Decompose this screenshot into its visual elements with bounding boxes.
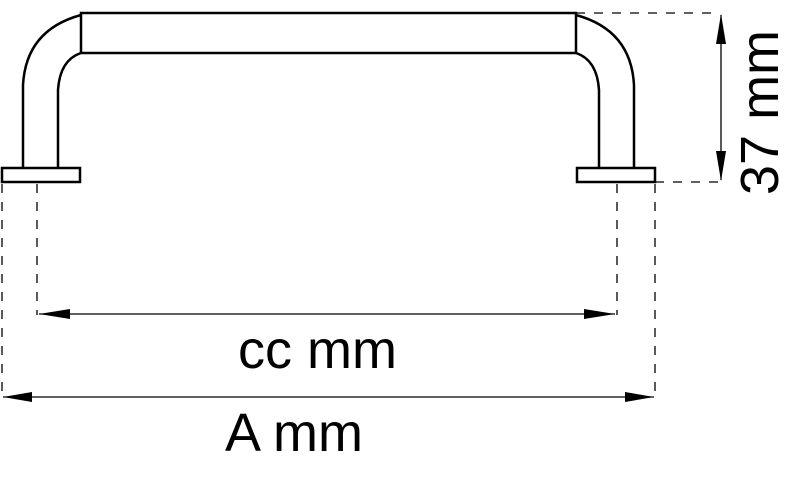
overall-length-label: A mm xyxy=(225,403,364,463)
cc-arrow-left xyxy=(39,309,70,319)
right-leg-inner xyxy=(575,51,601,168)
right-base-plate xyxy=(575,166,657,184)
a-arrow-left xyxy=(3,392,32,402)
right-leg-outer xyxy=(575,13,636,168)
a-arrow-right xyxy=(625,392,654,402)
height-arrow-top xyxy=(716,14,726,44)
cc-arrow-right xyxy=(584,309,615,319)
extension-lines xyxy=(1,12,718,398)
height-label: 37 mm xyxy=(730,29,790,195)
handle-grip-bar xyxy=(79,11,578,55)
left-leg-inner xyxy=(56,51,82,168)
handle-outline xyxy=(0,11,657,184)
left-base-plate xyxy=(0,166,82,184)
center-distance-label: cc mm xyxy=(238,320,397,380)
height-arrow-bottom xyxy=(716,151,726,181)
dimension-lines xyxy=(3,14,726,402)
left-leg-outer xyxy=(21,13,82,168)
